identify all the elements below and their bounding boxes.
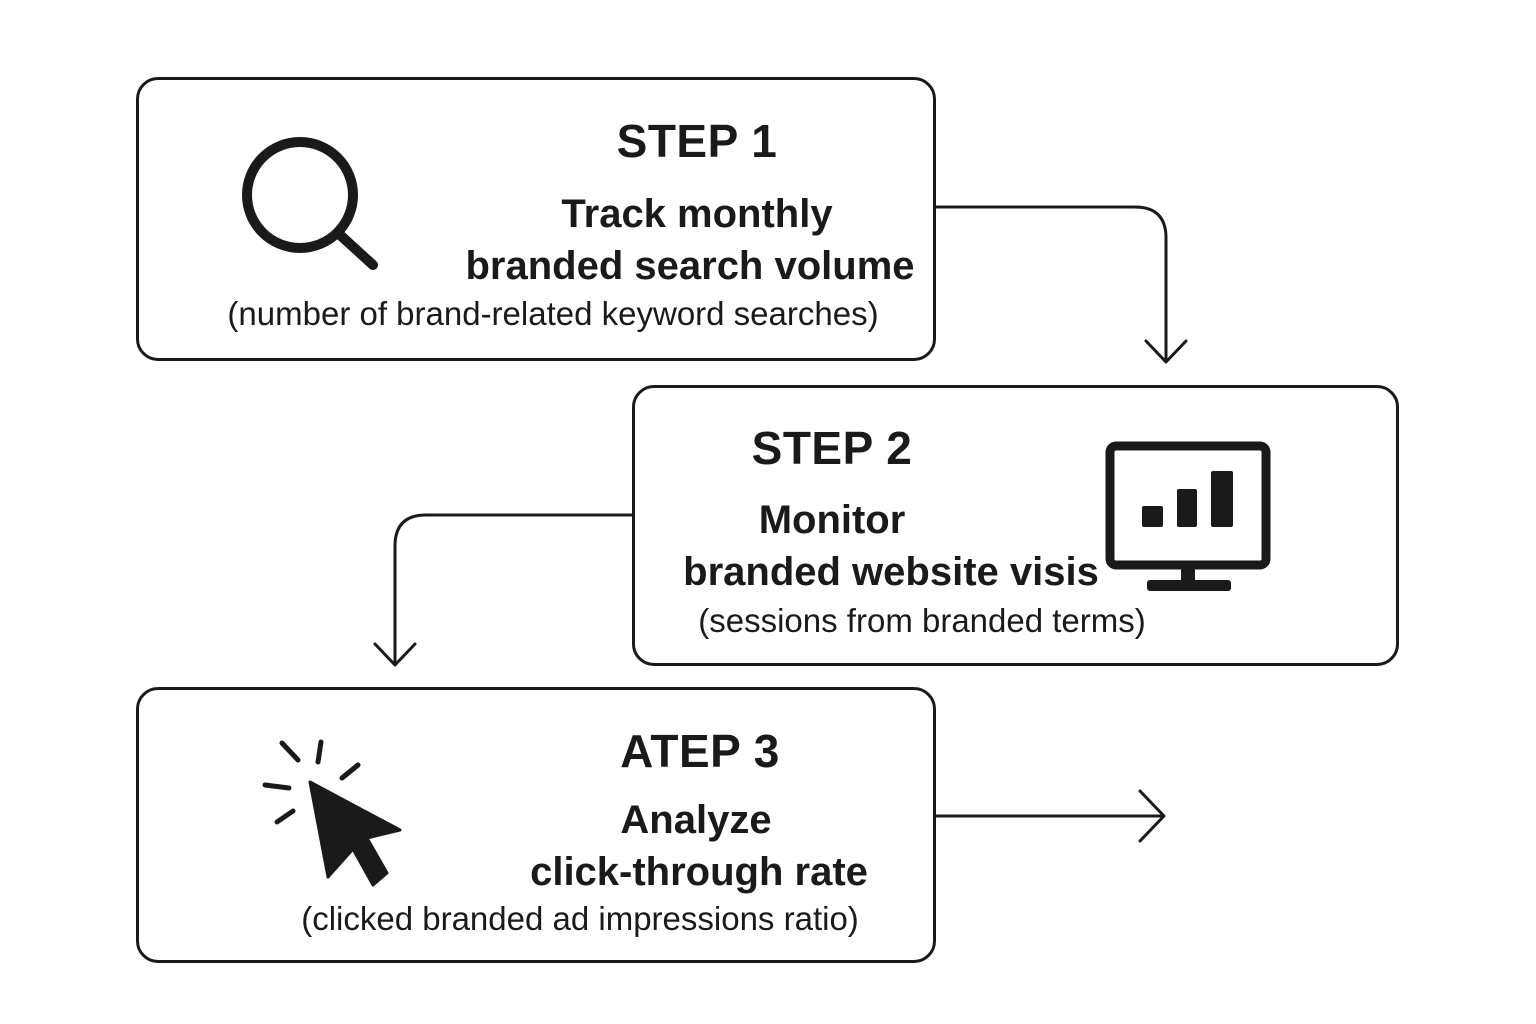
step-2-card (632, 385, 1399, 666)
magnifying-glass-icon (242, 137, 378, 270)
step-2-heading-line2: branded website visis (683, 550, 1099, 594)
step-1-title: STEP 1 (616, 115, 778, 167)
step-1-heading-line2: branded search volume (465, 244, 915, 288)
step-1-card (136, 77, 936, 361)
arrow-step1-to-step2-head (1144, 339, 1188, 364)
arrow-step3-out-head (1138, 789, 1166, 843)
arrow-step2-to-step3 (393, 513, 634, 666)
step-3-card (136, 687, 936, 963)
step-2-heading-line1: Monitor (758, 498, 906, 542)
step-2-subtitle: (sessions from branded terms) (698, 602, 1146, 639)
step-2-title: STEP 2 (751, 422, 913, 474)
step-1-heading-line1: Track monthly (561, 192, 833, 236)
arrow-step1-to-step2 (934, 205, 1168, 362)
monitor-bar-chart-icon (1105, 441, 1271, 591)
step-3-heading-line1: Analyze (620, 798, 772, 842)
step-3-title: ATEP 3 (620, 725, 780, 777)
step-3-heading-line2: click-through rate (530, 850, 868, 894)
arrow-step2-to-step3-head (373, 642, 417, 667)
cursor-click-icon (262, 739, 402, 887)
step-3-subtitle: (clicked branded ad impressions ratio) (301, 900, 859, 937)
step-1-subtitle: (number of brand-related keyword searche… (227, 295, 879, 332)
